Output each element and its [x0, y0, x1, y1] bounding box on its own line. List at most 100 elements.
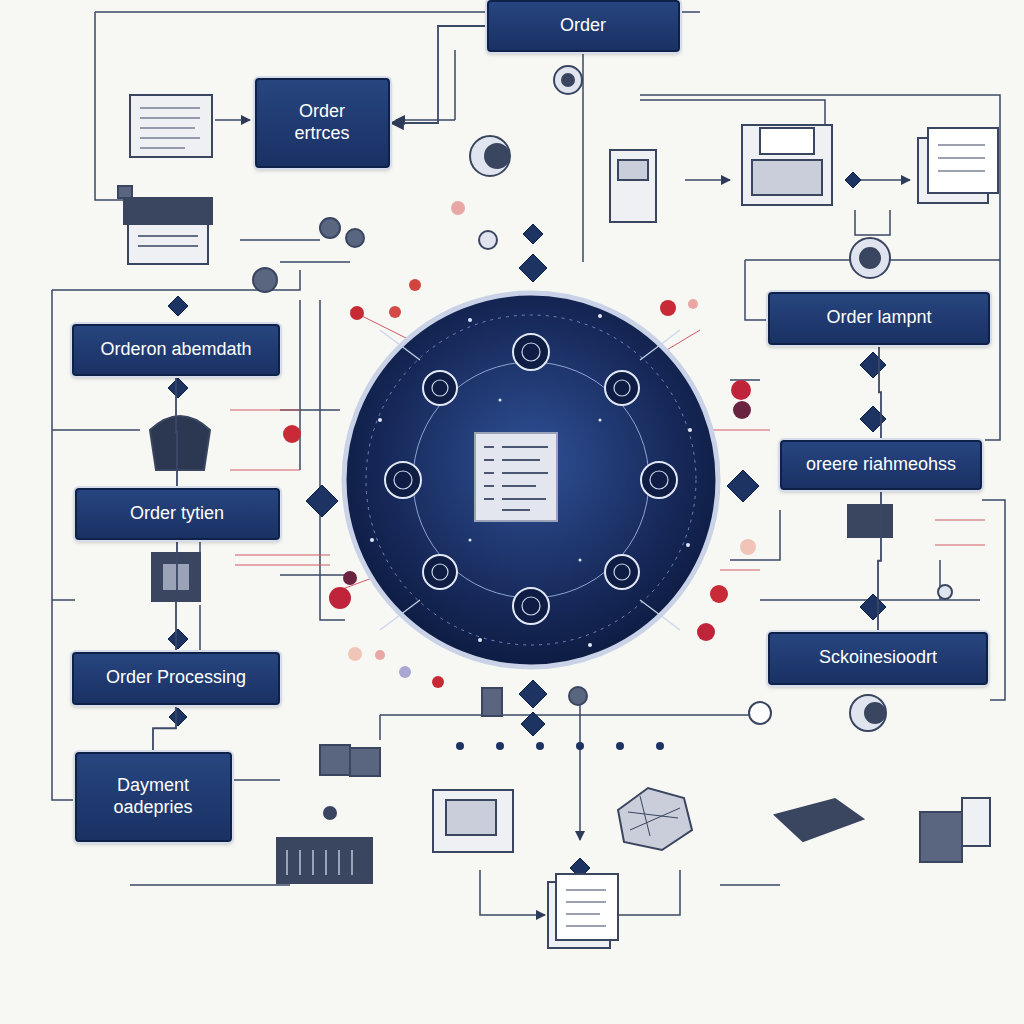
- icons: [130, 95, 212, 157]
- hub-circle: [344, 293, 718, 667]
- box-label: Dayment oadepries: [98, 775, 208, 818]
- process-box: oreere riahmeohss: [780, 440, 982, 490]
- box-label: oreere riahmeohss: [806, 454, 956, 476]
- hub-circle: [513, 588, 549, 624]
- decision-diamonds: [860, 406, 886, 432]
- icons: [162, 563, 190, 591]
- icons: [138, 236, 198, 246]
- decision-diamonds: [519, 254, 547, 282]
- wires: [480, 870, 545, 915]
- icons: [152, 553, 200, 601]
- decision-diamonds: [168, 629, 188, 649]
- wires: [280, 410, 350, 575]
- hub-circle: [366, 315, 696, 645]
- wires: [52, 12, 1005, 915]
- decision-diamonds: [860, 594, 886, 620]
- hub-circle: [579, 559, 582, 562]
- dot-row: [576, 742, 584, 750]
- decision-diamonds: [845, 172, 861, 188]
- process-box: Order ertrces: [255, 78, 390, 168]
- box-label: Orderon abemdath: [100, 339, 251, 361]
- hub-circle: [469, 539, 472, 542]
- wires: [640, 100, 825, 125]
- icons: [848, 505, 892, 537]
- icons: [320, 218, 340, 238]
- hub-circle: [599, 419, 602, 422]
- icons: [287, 850, 352, 875]
- wires: [860, 179, 910, 181]
- dot-row: [456, 742, 464, 750]
- hub-circle: [513, 334, 549, 370]
- hub-circle: [475, 433, 557, 521]
- icons: [962, 798, 990, 846]
- icons: [850, 695, 886, 731]
- hub-circle: [605, 555, 639, 589]
- process-box: Orderon abemdath: [72, 324, 280, 376]
- icons: [118, 186, 132, 198]
- node-dots: [660, 300, 676, 316]
- node-dots: [733, 401, 751, 419]
- icons: [479, 231, 497, 249]
- wires: [615, 870, 680, 915]
- flow-connector: [879, 345, 881, 441]
- icons: [324, 807, 336, 819]
- hub-circle: [502, 447, 548, 510]
- icons: [320, 745, 350, 775]
- flow-connector: [176, 376, 177, 488]
- box-label: Order lampnt: [826, 307, 931, 329]
- node-dots: [350, 306, 364, 320]
- hub-circle: [468, 318, 472, 322]
- icons: [470, 136, 510, 176]
- decision-diamonds: [523, 224, 543, 244]
- icons: [482, 688, 502, 716]
- box-label: Order ertrces: [282, 101, 362, 144]
- node-dots: [343, 571, 357, 585]
- box-label: Sckoinesioodrt: [819, 647, 937, 669]
- icons: [742, 125, 832, 205]
- dot-row: [656, 742, 664, 750]
- hub-circle: [641, 462, 677, 498]
- icons: [860, 248, 880, 268]
- node-dots: [432, 676, 444, 688]
- icons: [928, 128, 998, 193]
- wires: [579, 690, 581, 840]
- process-box: Order Processing: [72, 652, 280, 705]
- wires: [680, 11, 700, 13]
- icons: [920, 812, 962, 862]
- hub-circle: [380, 330, 680, 630]
- decision-diamonds: [521, 712, 545, 736]
- hub-circle: [614, 380, 630, 396]
- icons: [938, 585, 952, 599]
- node-dots: [710, 585, 728, 603]
- process-box: Dayment oadepries: [75, 752, 232, 842]
- node-dots: [283, 201, 756, 688]
- decision-diamonds: [727, 470, 759, 502]
- node-dots: [375, 650, 385, 660]
- node-dots: [451, 201, 465, 215]
- icons: [562, 74, 574, 86]
- hub-circle: [686, 543, 690, 547]
- hub-circle: [484, 447, 548, 510]
- hub-circle: [650, 471, 668, 489]
- hub-circle: [394, 471, 412, 489]
- hub-circle: [413, 362, 649, 598]
- node-dots: [389, 306, 401, 318]
- node-dots: [731, 380, 751, 400]
- hub-circle: [688, 428, 692, 432]
- process-box: Order lampnt: [768, 292, 990, 345]
- icons: [618, 160, 648, 180]
- flow-connector: [390, 26, 487, 123]
- flow-connector: [153, 705, 176, 753]
- icons: [556, 874, 618, 940]
- dot-row: [536, 742, 544, 750]
- hub-circle: [344, 293, 718, 667]
- node-dots: [409, 279, 421, 291]
- node-dots: [348, 647, 362, 661]
- icons: [760, 128, 814, 154]
- hub-circle: [598, 314, 602, 318]
- hub-circle: [432, 380, 448, 396]
- node-dots: [688, 299, 698, 309]
- dot-row: [616, 742, 624, 750]
- wires: [95, 12, 125, 200]
- icons: [150, 416, 210, 470]
